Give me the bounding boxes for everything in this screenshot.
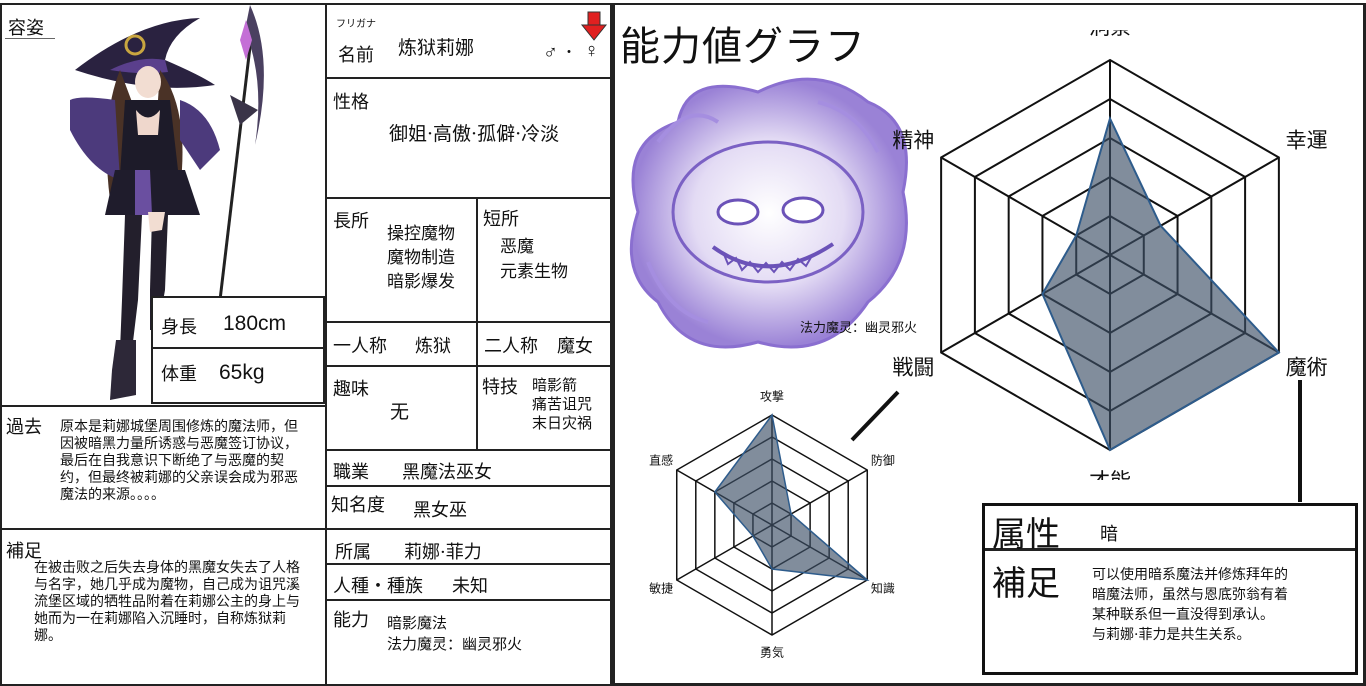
supplement-line: 暗魔法师，虽然与恩底弥翁有着	[1092, 587, 1288, 603]
selection-arrow-icon	[580, 11, 608, 41]
gender-separator: ・	[562, 44, 576, 60]
weakness-item: 元素生物	[500, 262, 568, 282]
height-value: 180cm	[223, 312, 287, 335]
strength-item: 魔物制造	[387, 248, 455, 268]
character-illustration	[70, 5, 264, 400]
weaknesses-label: 短所	[483, 209, 519, 230]
radar-axis-label: 攻撃	[760, 389, 784, 404]
radar-axis-label: 才能	[1089, 469, 1131, 480]
box-supplement-text: 可以使用暗系魔法并修炼拜年的 暗魔法师，虽然与恩底弥翁有着 某种联系但一直没得到…	[1092, 565, 1288, 645]
strengths-label: 長所	[333, 211, 369, 232]
affiliation-value: 莉娜·菲力	[404, 542, 482, 563]
race-label: 人種・種族	[333, 576, 423, 597]
second-person-label: 二人称	[484, 336, 538, 357]
past-label: 過去	[6, 417, 42, 438]
special-skill-item: 痛苦诅咒	[532, 395, 593, 413]
job-label: 職業	[333, 462, 369, 483]
spirit-caption: 法力魔灵：幽灵邪火	[800, 321, 918, 336]
ability-item: 法力魔灵：幽灵邪火	[387, 635, 523, 653]
furigana-label: フリガナ	[336, 19, 376, 30]
character-sheet: 容姿 身長 180cm 体重	[0, 0, 612, 686]
personality-value: 御姐·高傲·孤僻·冷淡	[389, 123, 560, 145]
radar-value-area	[713, 413, 870, 582]
ability-graph-panel	[612, 0, 1366, 686]
graph-title: 能力値グラフ	[620, 24, 866, 70]
height-label: 身長	[161, 317, 197, 338]
strength-item: 操控魔物	[387, 224, 455, 244]
weakness-item: 恶魔	[500, 237, 534, 257]
radar-axis-label: 洞察	[1089, 30, 1131, 39]
connector-lines	[850, 380, 1302, 502]
spirit-illustration	[629, 77, 908, 349]
radar-axis-label: 幸運	[1286, 129, 1328, 153]
second-person-value: 魔女	[557, 336, 593, 357]
strengths-list: 操控魔物 魔物制造 暗影爆发	[387, 222, 455, 294]
radar-axis-label: 魔術	[1286, 356, 1328, 380]
radar-axis-label: 戦闘	[892, 356, 934, 380]
ability-label: 能力	[333, 610, 369, 631]
supplement-label: 補足	[6, 541, 42, 562]
fame-value: 黑女巫	[413, 500, 467, 521]
radar-axis-label: 敏捷	[649, 581, 673, 596]
special-skill-item: 暗影箭	[532, 376, 578, 394]
weight-value: 65kg	[219, 361, 265, 384]
radar-value-area	[1041, 115, 1281, 452]
radar-axis-label: 直感	[649, 453, 673, 468]
race-value: 未知	[452, 576, 488, 597]
radar-axis-label: 精神	[892, 129, 934, 153]
name-label: 名前	[338, 45, 374, 66]
hobby-value: 无	[390, 401, 410, 423]
weaknesses-list: 恶魔 元素生物	[500, 235, 568, 285]
hobby-label: 趣味	[333, 379, 369, 400]
appearance-label: 容姿	[8, 18, 44, 39]
special-skill-item: 末日灾祸	[532, 414, 593, 432]
first-person-value: 炼狱	[415, 336, 451, 357]
radar-axis-label: 知識	[871, 582, 895, 596]
ability-item: 暗影魔法	[387, 614, 448, 632]
height-weight-box: 身長 180cm 体重 65kg	[151, 296, 325, 404]
box-supplement-label: 補足	[992, 564, 1060, 604]
affiliation-label: 所属	[335, 542, 371, 563]
personality-label: 性格	[333, 92, 369, 113]
special-skill-label: 特技	[482, 377, 518, 398]
past-text: 原本是莉娜城堡周围修炼的魔法师，但因被暗黑力量所诱惑与恶魔签订协议，最后在自我意…	[60, 419, 298, 503]
supplement-line: 某种联系但一直没得到承认。	[1092, 607, 1274, 623]
attribute-box: 属性 暗 補足 可以使用暗系魔法并修炼拜年的 暗魔法师，虽然与恩底弥翁有着 某种…	[982, 503, 1358, 675]
attribute-value: 暗	[1100, 524, 1118, 545]
gender-female[interactable]: ♀	[584, 40, 599, 62]
supplement-line: 可以使用暗系魔法并修炼拜年的	[1092, 567, 1288, 583]
gender-male[interactable]: ♂	[543, 42, 558, 64]
attribute-label: 属性	[992, 515, 1060, 555]
fame-label: 知名度	[331, 495, 385, 516]
main-radar-chart: 洞察幸運魔術才能 戦闘 精神	[892, 30, 1328, 480]
ability-list: 暗影魔法 法力魔灵：幽灵邪火	[387, 613, 522, 655]
supplement-text: 在被击败之后失去身体的黑魔女失去了人格与名字，她几乎成为魔物，自己成为诅咒溪流堡…	[34, 560, 300, 644]
job-value: 黑魔法巫女	[402, 462, 492, 483]
first-person-label: 一人称	[333, 336, 387, 357]
special-skill-list: 暗影箭 痛苦诅咒 末日灾祸	[532, 376, 592, 433]
weight-label: 体重	[161, 364, 197, 385]
radar-axis-label: 防御	[871, 453, 895, 468]
strength-item: 暗影爆发	[387, 272, 455, 292]
radar-axis-label: 勇気	[760, 645, 784, 660]
name-value: 炼狱莉娜	[398, 37, 475, 59]
supplement-line: 与莉娜·菲力是共生关系。	[1092, 627, 1251, 643]
